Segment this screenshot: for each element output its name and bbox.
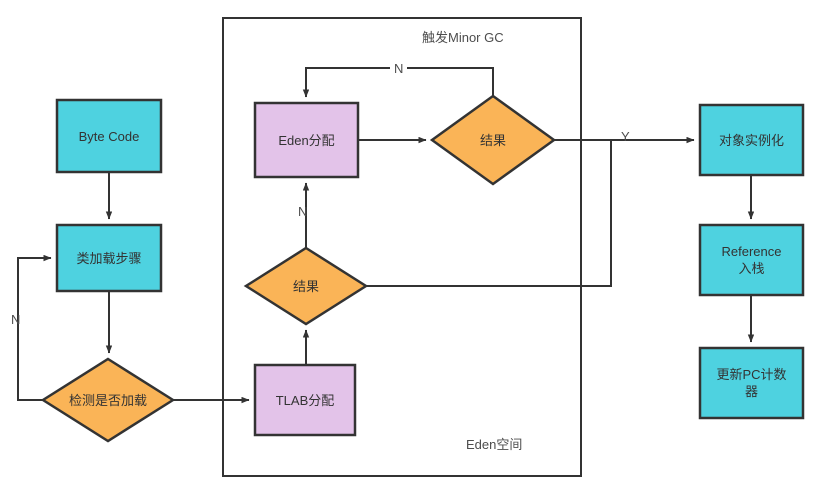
node-shape-byte-code[interactable] xyxy=(55,98,163,174)
node-shape-object-instance[interactable] xyxy=(698,103,805,177)
node-shape-tlab-alloc[interactable] xyxy=(253,363,357,437)
node-shape-check-loaded[interactable] xyxy=(40,357,176,443)
node-shape-class-load-steps[interactable] xyxy=(55,223,163,293)
eden-space-label: Eden空间 xyxy=(466,437,523,452)
edge-result-lower-to-object xyxy=(366,140,612,287)
node-shape-result-upper[interactable] xyxy=(429,94,557,186)
edge-label-n-eden-loop: N xyxy=(390,62,408,76)
edge-label-y-to-object: Y xyxy=(621,129,630,144)
edge-label-n-class-loop: N xyxy=(11,312,21,327)
node-shape-result-lower[interactable] xyxy=(243,246,369,326)
node-shape-eden-alloc[interactable] xyxy=(253,101,360,179)
edge-check-no-to-classload xyxy=(17,254,52,401)
edge-label-n-result-lower: N xyxy=(298,204,308,219)
eden-space-container-box xyxy=(222,17,582,477)
node-shape-reference-push[interactable] xyxy=(698,223,805,297)
minor-gc-label: 触发Minor GC xyxy=(422,30,504,45)
node-shape-update-pc[interactable] xyxy=(698,346,805,420)
